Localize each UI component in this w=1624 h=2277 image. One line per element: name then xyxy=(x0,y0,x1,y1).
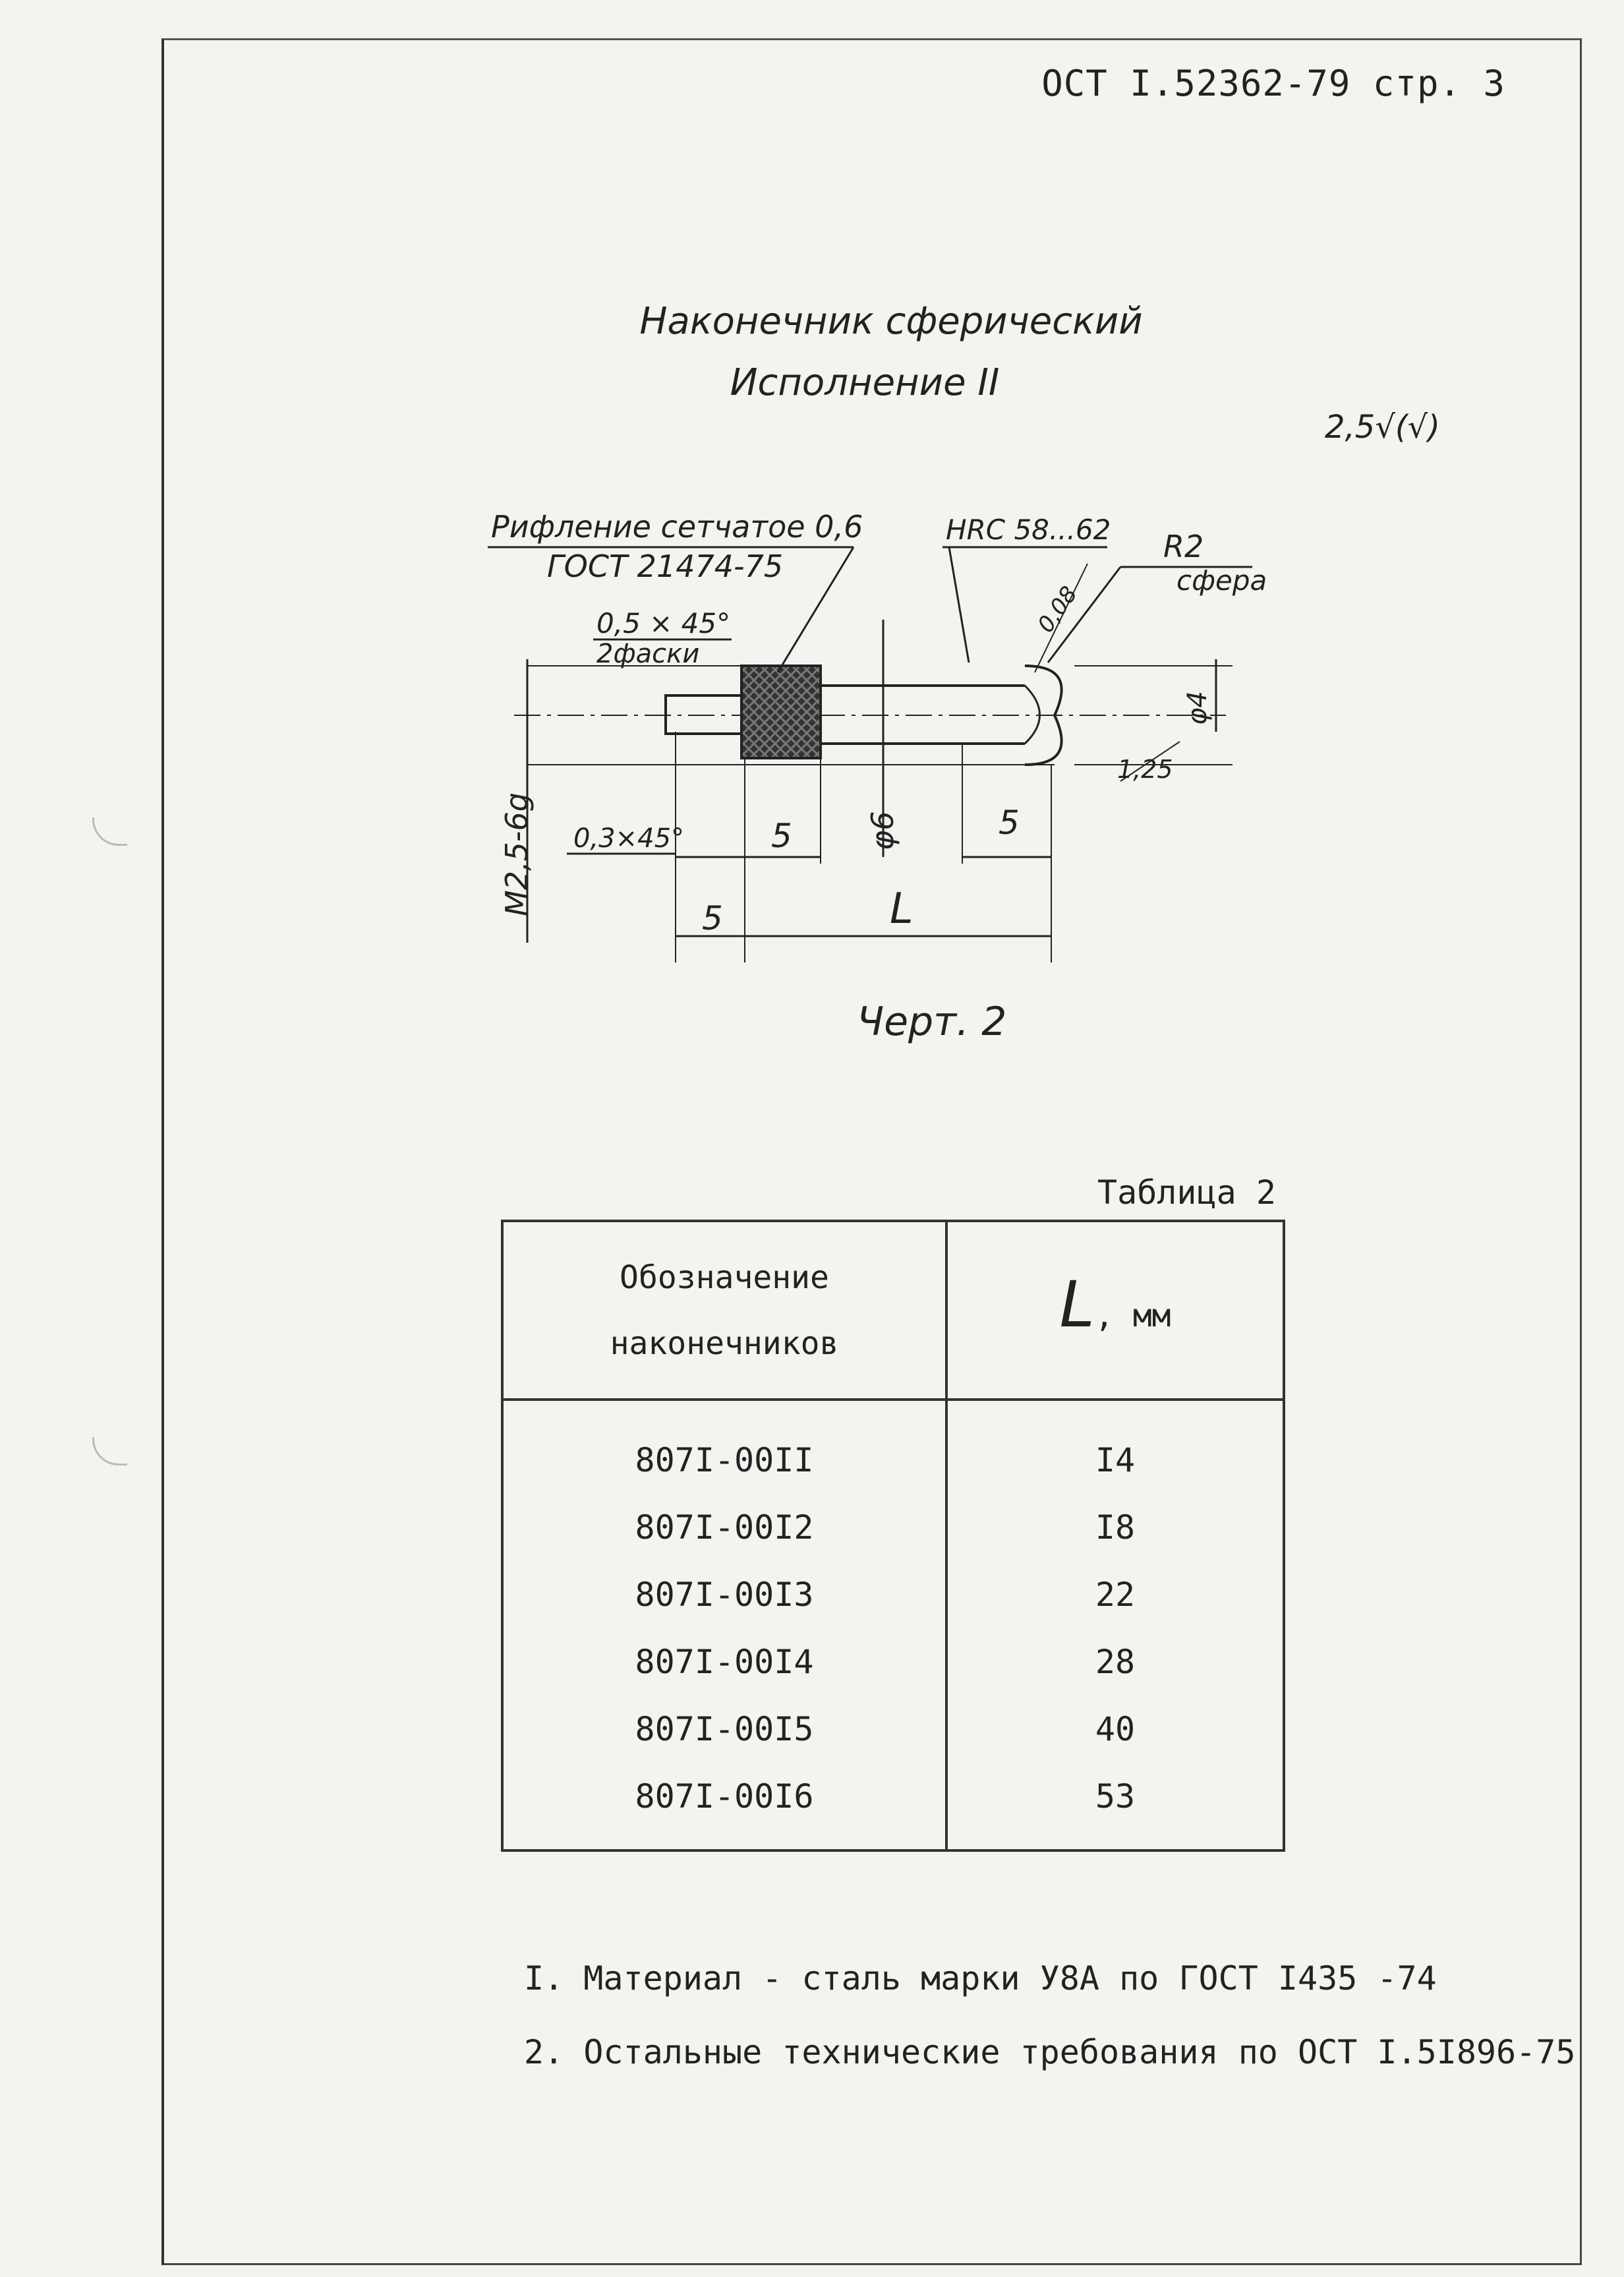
dim-thread-length: 5 xyxy=(702,899,723,937)
sphere-tip xyxy=(1024,665,1063,766)
table-row: 807I-00I3 22 xyxy=(501,1561,1285,1628)
local-roughness: 1,25 xyxy=(1117,755,1173,784)
hardness-note: HRC 58...62 xyxy=(946,514,1111,546)
table-row: 807I-00II I4 xyxy=(501,1400,1285,1494)
designation-cell: 807I-00I4 xyxy=(501,1628,948,1696)
part-variant: Исполнение II xyxy=(730,361,1000,404)
scan-artifact xyxy=(92,1437,127,1465)
column-header-length: L, мм xyxy=(945,1220,1285,1401)
page-frame xyxy=(161,38,1582,2265)
sphere-note: сфера xyxy=(1176,564,1267,597)
knurl-section xyxy=(740,665,822,759)
designation-cell: 807I-00I5 xyxy=(501,1696,948,1763)
dim-diameter-4: φ4 xyxy=(1182,691,1213,725)
drawing-caption: Черт. 2 xyxy=(857,999,1007,1045)
roughness-symbol: 2,5√(√) xyxy=(1325,409,1440,446)
designation-cell: 807I-00I2 xyxy=(501,1494,948,1561)
dim-L: L xyxy=(890,885,914,933)
table-row: 807I-00I6 53 xyxy=(501,1763,1285,1850)
dim-knurl-length: 5 xyxy=(771,817,792,855)
knurl-standard: ГОСТ 21474-75 xyxy=(547,548,783,584)
chamfer-note-1: 0,5 × 45° xyxy=(596,607,730,639)
note-material: I. Материал - сталь марки У8А по ГОСТ I4… xyxy=(524,1959,1437,1997)
designation-cell: 807I-00I6 xyxy=(501,1763,948,1850)
designation-cell: 807I-00II xyxy=(501,1400,948,1494)
chamfer-note-1b: 2фаски xyxy=(596,639,699,669)
designation-cell: 807I-00I3 xyxy=(501,1561,948,1628)
technical-notes: I. Материал - сталь марки У8А по ГОСТ I4… xyxy=(524,1941,1575,2089)
length-cell: I4 xyxy=(945,1400,1285,1494)
technical-drawing: Рифление сетчатое 0,6 ГОСТ 21474-75 HRC … xyxy=(488,509,1267,962)
length-cell: 28 xyxy=(945,1628,1285,1696)
thread-designation: M2,5-6g xyxy=(499,792,535,916)
document-stamp: ОСТ I.52362-79 стр. 3 xyxy=(1041,63,1505,104)
length-cell: I8 xyxy=(945,1494,1285,1561)
table-row: 807I-00I2 I8 xyxy=(501,1494,1285,1561)
chamfer-note-2: 0,3×45° xyxy=(573,823,684,854)
dim-end-length: 5 xyxy=(999,804,1020,842)
length-cell: 22 xyxy=(945,1561,1285,1628)
radius-note: R2 xyxy=(1163,529,1204,564)
table-row: 807I-00I5 40 xyxy=(501,1696,1285,1763)
table-label: Таблица 2 xyxy=(1097,1173,1276,1212)
dim-diameter-6: φ6 xyxy=(865,811,900,850)
length-cell: 53 xyxy=(945,1763,1285,1850)
part-title: Наконечник сферический xyxy=(639,300,1143,343)
note-requirements: 2. Остальные технические требования по О… xyxy=(524,2033,1576,2071)
knurl-note: Рифление сетчатое 0,6 xyxy=(491,509,863,545)
table-row: 807I-00I4 28 xyxy=(501,1628,1285,1696)
length-cell: 40 xyxy=(945,1696,1285,1763)
